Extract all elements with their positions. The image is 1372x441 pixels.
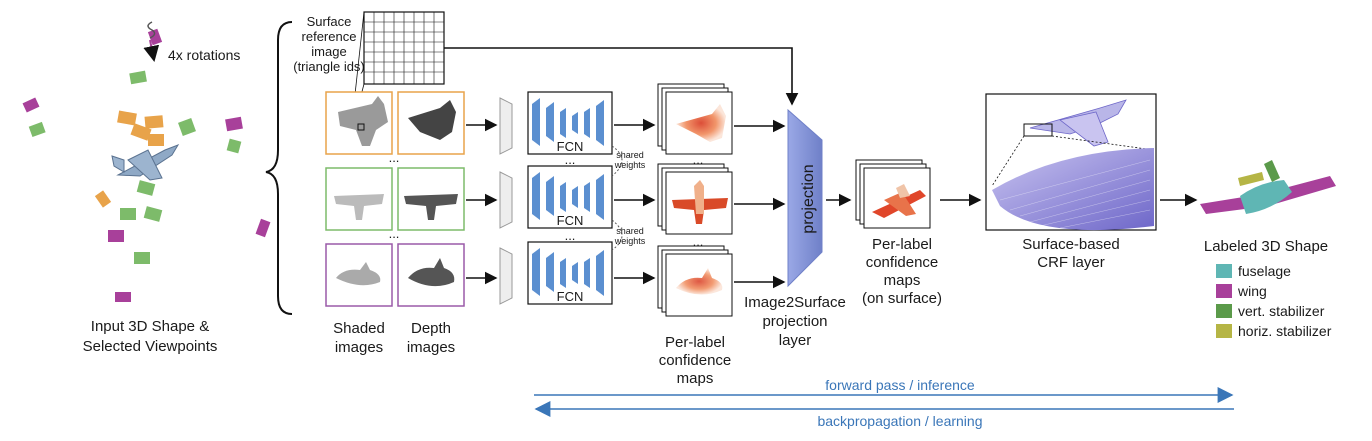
input-airplane-shape	[111, 144, 180, 181]
confidence-map-stack-3	[657, 245, 733, 317]
depth-label-1: Depth	[410, 320, 452, 337]
surface-maps-line2: confidence	[865, 254, 939, 271]
shared-weights-link-1	[611, 145, 623, 177]
backprop-label: backpropagation / learning	[817, 413, 983, 429]
legend-swatch-wing	[1216, 284, 1232, 298]
surface-maps-line1: Per-label	[871, 236, 933, 253]
ellipsis-views-2: ...	[388, 226, 400, 241]
fcn-block-3	[499, 241, 613, 305]
legend-item-horiz-stabilizer: horiz. stabilizer	[1216, 322, 1331, 340]
conf-maps-line2: confidence	[658, 352, 732, 369]
curly-brace	[265, 21, 293, 315]
shared-weights-1a: shared	[616, 150, 644, 160]
ellipsis-maps-1: ...	[692, 152, 704, 167]
projection-caption-line3: layer	[778, 332, 812, 349]
surface-ref-line4: (triangle ids)	[293, 59, 365, 74]
crf-line2: CRF layer	[1037, 254, 1105, 271]
legend-swatch-horiz-stabilizer	[1216, 324, 1232, 338]
row-3-views	[325, 243, 465, 307]
legend-swatch-vert-stabilizer	[1216, 304, 1232, 318]
legend-label-horiz-stabilizer: horiz. stabilizer	[1238, 323, 1332, 339]
shared-weights-link-2	[611, 219, 623, 251]
legend-item-fuselage: fuselage	[1216, 262, 1291, 280]
shaded-label-2: images	[334, 339, 384, 356]
fcn-label-1: FCN	[556, 139, 584, 154]
forward-pass-label: forward pass / inference	[825, 377, 975, 393]
crf-panel	[985, 93, 1157, 231]
crf-line1: Surface-based	[1022, 236, 1120, 253]
fcn-block-1	[499, 91, 613, 155]
fcn-label-3: FCN	[556, 289, 584, 304]
ellipsis-fcn-1: ...	[564, 152, 576, 167]
legend-label-wing: wing	[1238, 283, 1267, 299]
surface-ref-line3: image	[311, 44, 347, 59]
labeled-airplane	[1200, 160, 1336, 214]
legend-label-vert-stabilizer: vert. stabilizer	[1238, 303, 1325, 319]
shared-weights-2b: weights	[614, 236, 646, 246]
confidence-map-stack-1	[657, 83, 733, 155]
fcn-block-2	[499, 165, 613, 229]
shared-weights-1b: weights	[614, 160, 646, 170]
input-caption-line2: Selected Viewpoints	[82, 338, 218, 355]
ellipsis-views-1: ...	[388, 150, 400, 165]
ellipsis-maps-2: ...	[692, 234, 704, 249]
depth-label-2: images	[406, 339, 456, 356]
legend-label-fuselage: fuselage	[1238, 263, 1291, 279]
input-caption-line1: Input 3D Shape &	[90, 318, 210, 335]
conf-maps-line1: Per-label	[664, 334, 726, 351]
viewpoint-cameras	[22, 28, 271, 302]
row-1-views	[325, 91, 465, 155]
ellipsis-fcn-2: ...	[564, 228, 576, 243]
shaded-label-1: Shaded	[333, 320, 385, 337]
legend-item-wing: wing	[1216, 282, 1267, 300]
projection-caption-line1: Image2Surface	[744, 294, 846, 311]
reference-arrow	[444, 47, 799, 106]
surface-confidence-map-stack	[855, 159, 931, 229]
projection-block-label: projection	[800, 164, 817, 234]
surface-ref-line2: reference	[301, 29, 357, 44]
surface-maps-line3: maps	[883, 272, 921, 289]
surface-ref-line1: Surface	[306, 14, 352, 29]
projection-block	[787, 108, 823, 288]
fcn-label-2: FCN	[556, 213, 584, 228]
shared-weights-2a: shared	[616, 226, 644, 236]
surface-maps-line4: (on surface)	[861, 290, 943, 307]
surface-reference-grid	[351, 11, 445, 131]
legend-swatch-fuselage	[1216, 264, 1232, 278]
output-title: Labeled 3D Shape	[1203, 238, 1329, 255]
legend-item-vert-stabilizer: vert. stabilizer	[1216, 302, 1324, 320]
confidence-map-stack-2	[657, 163, 733, 235]
conf-maps-line3: maps	[676, 370, 714, 387]
row-2-views	[325, 167, 465, 231]
projection-caption-line2: projection	[762, 313, 828, 330]
rotation-icon	[143, 21, 160, 62]
rotations-label: 4x rotations	[168, 47, 241, 63]
